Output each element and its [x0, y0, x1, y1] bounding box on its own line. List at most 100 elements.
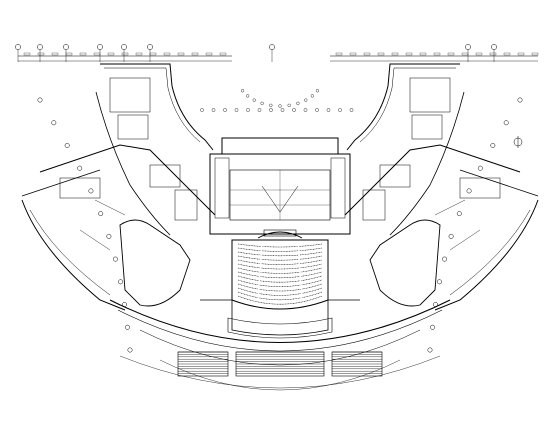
seat-row	[237, 251, 323, 257]
seat-row	[237, 275, 323, 283]
seat-row	[237, 243, 323, 248]
axis-bubble	[260, 101, 264, 105]
axis-bubble	[296, 101, 300, 105]
left-wing	[21, 63, 216, 311]
dimension-tick	[475, 52, 483, 56]
dimension-tick	[489, 52, 497, 56]
aisle	[297, 241, 303, 301]
axis-bubble	[97, 44, 103, 50]
axis-bubble	[304, 98, 308, 102]
dimension-tick	[461, 52, 469, 56]
axis-bubble	[37, 44, 43, 50]
axis-bubble	[465, 44, 471, 50]
axis-bubble	[430, 324, 435, 330]
central-block	[209, 137, 351, 235]
auditorium-seat-rows	[237, 241, 323, 305]
axis-bubbles-left	[37, 97, 133, 353]
axis-bubble	[127, 347, 133, 353]
dimension-tick	[219, 52, 227, 56]
dimension-tick	[149, 52, 157, 56]
axis-bubble	[448, 233, 454, 239]
dimension-tick	[121, 52, 129, 56]
axis-bubble	[240, 89, 245, 93]
dimension-tick	[349, 52, 357, 56]
axis-bubble	[292, 108, 296, 112]
axis-bubble	[63, 44, 69, 50]
axis-bubble	[477, 165, 483, 171]
axis-bubble	[51, 120, 57, 126]
axis-bubble	[490, 143, 496, 148]
seat-row	[237, 267, 323, 274]
stair-outline	[235, 351, 325, 377]
right-wing	[344, 63, 539, 311]
seat-row	[237, 283, 323, 292]
axis-bubble	[113, 256, 118, 262]
auditorium	[231, 229, 329, 310]
seat-row	[237, 287, 323, 296]
seat-row	[237, 247, 323, 252]
axis-bubble	[125, 324, 130, 330]
axis-bubble	[303, 108, 308, 112]
stair-outline	[331, 351, 383, 377]
axis-bubble	[98, 211, 104, 217]
axis-bubble	[287, 103, 291, 107]
seat-row	[237, 259, 323, 265]
dimension-tick	[65, 52, 73, 56]
axis-bubbles-arc	[200, 89, 354, 112]
lower-frontage	[109, 299, 451, 391]
axis-bubble	[315, 89, 320, 93]
axis-bubble	[269, 103, 273, 107]
dimension-tick	[107, 52, 115, 56]
seat-row	[237, 263, 323, 270]
axis-bubble	[234, 108, 239, 112]
dimension-tick	[447, 52, 455, 56]
dimension-tick	[503, 52, 511, 56]
seat-row	[237, 291, 323, 301]
axis-bubble	[246, 94, 250, 98]
axis-bubble	[338, 108, 342, 112]
dimension-tick	[163, 52, 171, 56]
top-dimension-line	[18, 55, 538, 62]
axis-bubble	[491, 44, 497, 50]
dimension-tick	[377, 52, 385, 56]
dimension-tick	[135, 52, 143, 56]
axis-bubble	[106, 233, 112, 239]
axis-bubble	[456, 211, 462, 217]
axis-bubble	[442, 256, 447, 262]
axis-bubble	[466, 188, 472, 194]
axis-bubble	[349, 108, 354, 112]
seat-row	[237, 271, 323, 279]
axis-bubble	[37, 97, 43, 103]
dimension-tick	[37, 52, 45, 56]
north-arrow-icon	[513, 136, 523, 148]
seat-row	[237, 255, 323, 261]
dimension-tick	[51, 52, 59, 56]
dimension-tick	[205, 52, 213, 56]
axis-bubble	[246, 108, 250, 112]
axis-bubble	[15, 44, 21, 50]
axis-bubble	[121, 44, 127, 50]
axis-bubble	[436, 279, 442, 285]
axis-bubble	[315, 108, 319, 112]
seat-row	[237, 279, 323, 287]
dimension-tick	[517, 52, 525, 56]
axis-bubble	[503, 120, 509, 126]
axis-bubble	[77, 165, 83, 171]
dimension-tick	[391, 52, 399, 56]
axis-bubble	[200, 108, 204, 112]
dimension-tick	[191, 52, 199, 56]
axis-bubble	[427, 347, 433, 353]
axis-bubble	[223, 108, 227, 112]
dimension-tick	[531, 52, 539, 56]
axis-bubble	[64, 143, 70, 148]
axis-bubble	[211, 108, 216, 112]
axis-bubble	[257, 108, 262, 112]
axis-bubbles-top	[15, 44, 539, 62]
axis-bubble	[269, 108, 273, 112]
axis-bubble	[88, 188, 94, 194]
axis-bubbles-right	[427, 97, 523, 353]
stair-outline	[177, 351, 229, 377]
aisle	[257, 241, 263, 301]
axis-bubble	[310, 94, 314, 98]
